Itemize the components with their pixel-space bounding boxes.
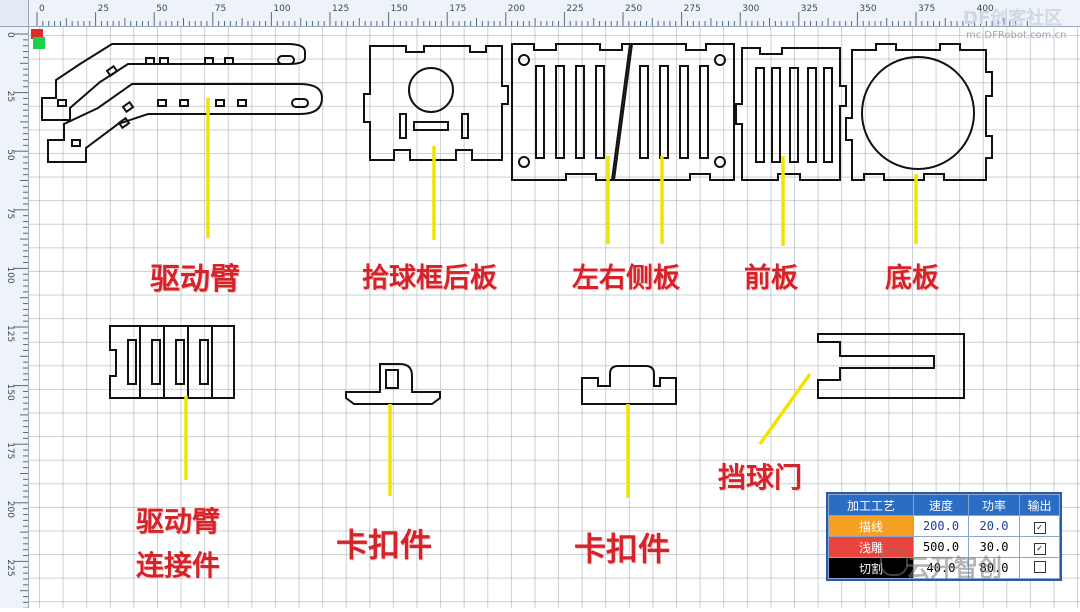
ruler-tick-label: 250	[625, 4, 642, 14]
ball-gate-outline	[817, 333, 965, 399]
clip-part-2-outline	[581, 365, 677, 405]
ruler-tick-label: 300	[742, 4, 759, 14]
ruler-tick-label: 50	[5, 149, 15, 161]
label-front-plate: 前板	[744, 263, 798, 294]
drive-arm-part-upper	[41, 43, 306, 121]
vertical-ruler: 0 25 50 75 100 125 150 175 200 225	[0, 26, 29, 609]
ruler-tick-label: 150	[5, 384, 15, 401]
params-speed-cell[interactable]: 200.0	[913, 515, 969, 537]
vertical-ruler-ticks: 0 25 50 75 100 125 150 175 200 225	[5, 32, 28, 609]
bottom-plate-hole	[861, 56, 975, 170]
drive-arm-part-lower	[47, 83, 324, 163]
ruler-tick-label: 25	[98, 4, 109, 14]
horizontal-ruler-ticks: 0 25 50 75 100 125 150 175 200 225 250 275 300 325 350…	[36, 4, 1028, 26]
ruler-tick-label: 225	[566, 4, 583, 14]
params-output-cell[interactable]: ✓	[1019, 536, 1060, 558]
label-bottom-plate: 底板	[885, 263, 939, 294]
pickup-back-plate-outline	[363, 45, 509, 161]
params-speed-cell[interactable]: 500.0	[913, 536, 969, 558]
horizontal-ruler: 0 25 50 75 100 125 150 175 200 225 250 275 300 325 350…	[0, 0, 1080, 27]
params-row[interactable]: 描线 200.0 20.0 ✓	[828, 515, 1060, 537]
clip-part-1-outline	[345, 363, 441, 405]
params-power-cell[interactable]: 30.0	[968, 536, 1020, 558]
process-parameters-panel[interactable]: 加工工艺 速度 功率 输出 描线 200.0 20.0 ✓ 浅雕 500.0 3…	[826, 492, 1062, 581]
ruler-tick-label: 50	[156, 4, 168, 14]
ruler-tick-label: 100	[5, 266, 15, 283]
origin-marker-red[interactable]	[31, 29, 43, 39]
wechat-icon	[880, 548, 908, 576]
ruler-tick-label: 200	[5, 501, 15, 518]
params-output-cell[interactable]: ✓	[1019, 515, 1060, 537]
ruler-tick-label: 125	[5, 325, 15, 342]
output-checkbox[interactable]: ✓	[1033, 521, 1046, 534]
ruler-tick-label: 375	[918, 4, 935, 14]
ruler-tick-label: 275	[684, 4, 701, 14]
watermark-url: mc.DFRobot.com.cn	[966, 30, 1067, 41]
ruler-tick-label: 75	[5, 208, 15, 219]
output-checkbox[interactable]: ✓	[1033, 542, 1046, 555]
ruler-tick-label: 175	[5, 442, 15, 459]
label-side-plates: 左右侧板	[572, 263, 680, 294]
ruler-tick-label: 150	[391, 4, 408, 14]
ruler-tick-label: 175	[449, 4, 466, 14]
params-header-output: 输出	[1019, 494, 1060, 516]
label-pickup-back-plate: 拾球框后板	[362, 263, 497, 294]
params-header-row: 加工工艺 速度 功率 输出	[828, 494, 1060, 516]
label-drive-arm-connector-2: 连接件	[136, 549, 221, 582]
ruler-tick-label: 75	[215, 4, 226, 14]
params-row[interactable]: 浅雕 500.0 30.0 ✓	[828, 536, 1060, 558]
drive-arm-connector-outline	[109, 325, 235, 399]
params-header-process: 加工工艺	[828, 494, 914, 516]
params-speed-cell[interactable]: 40.0	[913, 557, 969, 579]
params-row[interactable]: 切割 40.0 80.0	[828, 557, 1060, 579]
ruler-tick-label: 225	[5, 559, 15, 576]
front-plate-outline	[735, 47, 847, 181]
pickup-back-plate-hole	[408, 67, 454, 113]
params-power-cell[interactable]: 20.0	[968, 515, 1020, 537]
ruler-tick-label: 125	[332, 4, 349, 14]
label-ball-gate: 挡球门	[718, 461, 803, 494]
params-output-cell[interactable]	[1019, 557, 1060, 579]
process-parameters-table: 加工工艺 速度 功率 输出 描线 200.0 20.0 ✓ 浅雕 500.0 3…	[828, 494, 1060, 579]
ruler-tick-label: 325	[801, 4, 818, 14]
label-drive-arm-connector-1: 驱动臂	[136, 505, 221, 538]
ruler-corner	[0, 0, 29, 27]
origin-marker-green[interactable]	[33, 37, 45, 49]
pointer-ball-gate	[758, 372, 812, 446]
watermark-brand: DF创客社区	[963, 8, 1063, 29]
label-drive-arm: 驱动臂	[150, 262, 240, 297]
side-plate-left	[511, 43, 632, 181]
ruler-tick-label: 350	[859, 4, 876, 14]
ruler-tick-label: 200	[508, 4, 525, 14]
ruler-tick-label: 25	[5, 91, 15, 102]
ruler-tick-label: 400	[977, 4, 994, 14]
output-checkbox[interactable]	[1033, 560, 1046, 573]
bottom-plate-outline	[845, 43, 993, 181]
params-header-power: 功率	[968, 494, 1020, 516]
ruler-tick-label: 0	[39, 4, 45, 14]
label-clip-part-2: 卡扣件	[574, 530, 671, 568]
params-header-speed: 速度	[913, 494, 969, 516]
ruler-tick-label: 100	[273, 4, 290, 14]
label-clip-part-1: 卡扣件	[336, 526, 433, 564]
params-process-cell[interactable]: 描线	[828, 515, 914, 537]
ruler-tick-label: 0	[5, 32, 15, 38]
watermark-account: 云开智创	[906, 554, 1002, 582]
side-plate-right	[612, 43, 735, 181]
